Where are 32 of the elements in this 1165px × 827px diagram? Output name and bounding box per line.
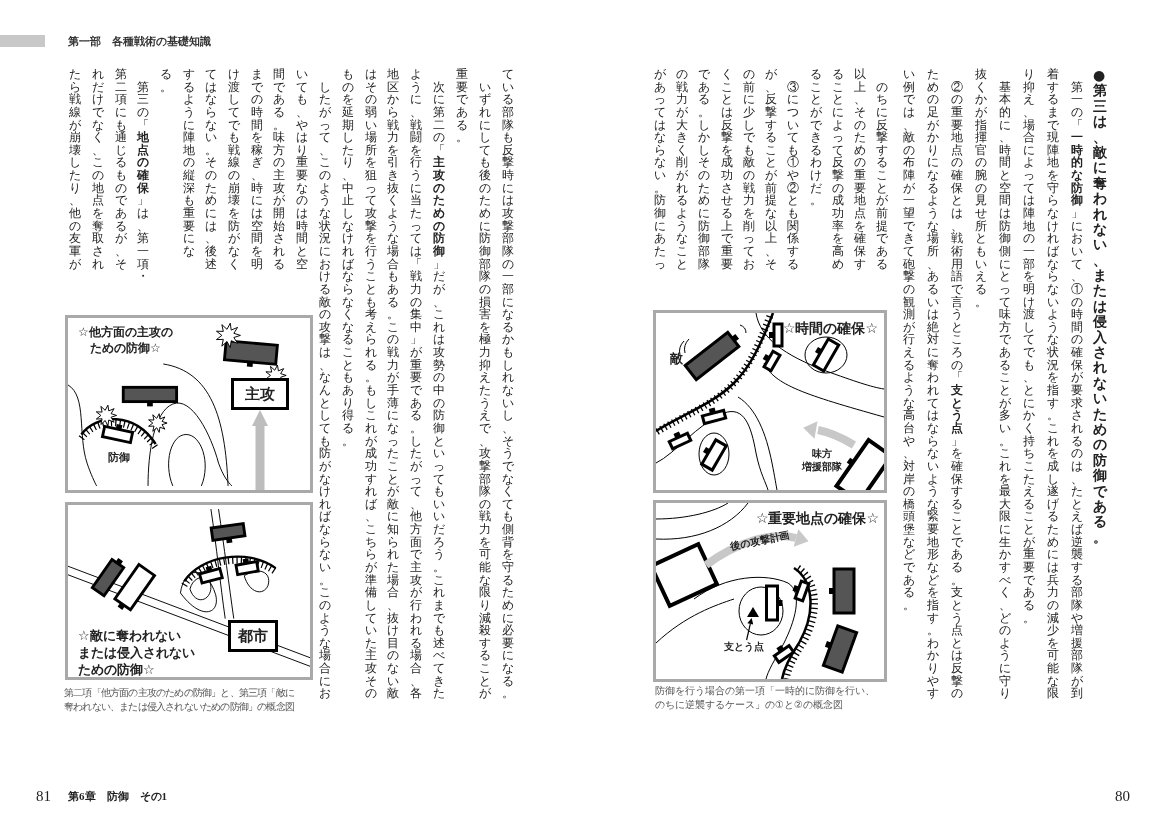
map-label: 支とう点: [724, 640, 766, 654]
figure-caption: 防御を行う場合の第一項「一時的に防御を行い、のちに逆襲するケース」の①と②の概念図: [655, 684, 875, 712]
body-paragraph: 第一の「一時的な防御」において、①の時間の確保が要求されるのは、たとえば逆襲する部隊や増援部隊が到着するまで現陣地を守らなければならないような状況を指す。これを成し遂げるためには兵力の減少を可能な限り抑え、場合によっては陣地の一部を明け渡してでも、とにかく持ちこたえることが重要である。: [1023, 68, 1083, 701]
running-header: 第一部 各種戦術の基礎知識: [68, 34, 211, 50]
running-footer: 第6章 防御 その1: [68, 788, 167, 805]
body-paragraph: 第三の「地点の確保」は、第一項・第二項にも通じるものであるが、それだけでなく、この地点を奪取されたら戦線が崩壊したり、他の友軍が: [69, 68, 149, 283]
page-number: 80: [1115, 787, 1130, 806]
label-box: 都市: [228, 620, 278, 652]
panel-title: ☆他方面の主攻のための防御☆: [78, 324, 173, 356]
figure-caption: 第二項「他方面の主攻のための防御」と、第三項「敵に奪われない、または侵入されないための防御」の概念図: [64, 686, 294, 714]
panel-title: ☆時間の確保☆: [782, 319, 878, 338]
panel-title: ☆敵に奪われないまたは侵入されないための防御☆: [78, 627, 195, 678]
label-box: 主攻: [231, 378, 289, 410]
body-paragraph: ている部隊も反撃時には攻撃部隊の一部になるかもしれないし、そうでなくても側背を守るために必要になる。: [502, 68, 514, 701]
map-label: 敵: [670, 350, 683, 368]
body-paragraph: ②の重要地点の確保とは、戦術用語で言うところの「支とう点」を確保することである。支とう点とは反撃のための足がかりになるような場所、あるいは絶対に奪われてはならないような緊要地形などを指す。わかりやすい例では、敵の布陣が一望できて砲撃の観測が行えるような高台や、対岸の橋頭堡などである。: [903, 68, 963, 701]
body-paragraph: いずれにしても後のために防御部隊の損害を極力抑えたうえで、攻撃部隊の戦力を可能な限り減殺することが重要である。: [456, 68, 491, 701]
map-label: 防御: [108, 450, 130, 466]
arrow: [746, 617, 754, 641]
body-paragraph: いても、やはり重要なのは時間と空間である。味方の主攻が開始されるまでの時間を稼ぎ、時には空間を明け渡してでも戦線の崩壊を防がなくてはならない。そのためには、後述するように陣地の縦深も重要になる。: [160, 68, 308, 271]
triangle-marker: [747, 607, 759, 617]
arrow: [252, 410, 268, 490]
body-paragraph: 次に第二の「主攻のための防御」だが、これは攻勢の中の防御といってもいいだろう。これまでも述べてきたように、戦闘を行うに当たっては「戦力の集中」が重要である。したがって、他方面で主攻が行われる場合、各地区から戦力を引き抜くような場合もある。この戦力が手薄になったことが敵に知られた場合、抜け目のない敵はその弱い場所を狙って攻撃を行うことも考えられる。もしこれが成功すれば、こちらが準備していた主攻そのものを延期したり、中止しなければならなくなることもあり得る。: [341, 68, 445, 701]
body-paragraph: 基本的に、時間と空間は防御側にとって味方であることが多い。これを最大限に生かすべく、どのように守り抜くかが指揮官の腕の見せ所ともいえる。: [975, 68, 1011, 701]
body-paragraph: したがって、このような状況における敵の攻撃は、なんとしても防がなければならない。このような場合にお: [319, 79, 331, 701]
map-label: 味方増援部隊: [802, 447, 842, 473]
arrow-label: 後の攻撃計画: [729, 527, 791, 555]
section-heading: ●第三は、敵に奪われない、または侵入されないための防御である。: [1093, 68, 1107, 546]
panel-title: ☆重要地点の確保☆: [755, 509, 879, 528]
page-number: 81: [36, 787, 51, 806]
body-paragraph: ③についても①や②とも関係するが、反撃することが前提な以上、その前に少しでも敵の戦力を削っておくことは反撃を成功させる上で重要である。しかしそのために防御部隊の戦力が大きく削がれるようなことがあってはならない。防御にあたっ: [654, 68, 799, 271]
body-paragraph: のちに反撃することが前提である以上、そのための重要地点を確保することによって反撃の成功率を高めることができるわけだ。: [809, 68, 888, 271]
